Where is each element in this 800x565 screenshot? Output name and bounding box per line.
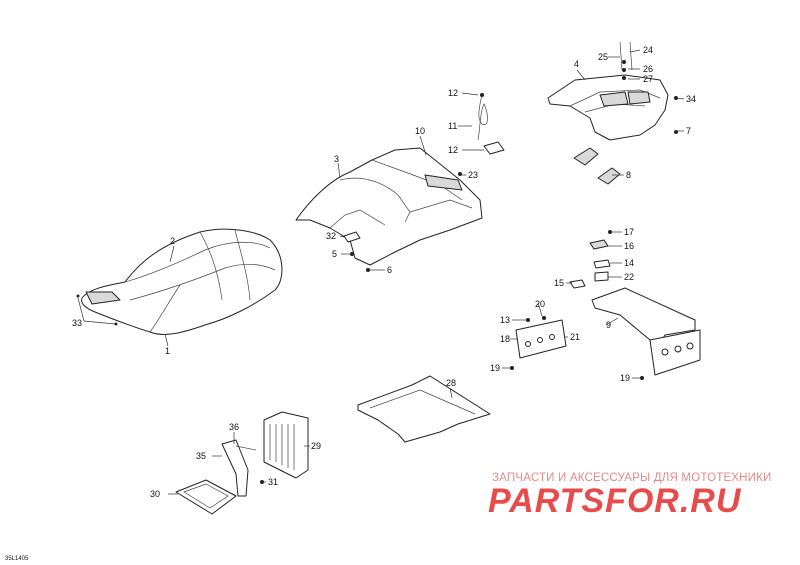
callout-15: 15	[554, 278, 564, 288]
callout-7: 7	[686, 126, 691, 136]
callout-25: 25	[598, 52, 608, 62]
callout-5: 5	[332, 249, 337, 259]
small-part	[594, 271, 609, 282]
callout-11: 11	[448, 121, 457, 131]
callout-13: 13	[500, 315, 510, 325]
callout-27: 27	[643, 74, 653, 84]
cable-part	[477, 93, 505, 155]
callout-18: 18	[500, 334, 510, 344]
watermark-brand: PARTSFOR.RU	[488, 482, 742, 520]
callout-32: 32	[326, 231, 336, 241]
callout-20: 20	[535, 299, 545, 309]
fastener-points	[260, 60, 678, 484]
callout-19b: 19	[620, 373, 630, 383]
callout-36: 36	[229, 422, 239, 432]
callout-35: 35	[196, 451, 206, 461]
watermark-tagline: ЗАПЧАСТИ И АКСЕССУАРЫ ДЛЯ МОТОТЕХНИКИ	[492, 472, 772, 484]
rear-body-part	[295, 147, 483, 266]
callout-17: 17	[624, 227, 634, 237]
callout-23: 23	[468, 170, 478, 180]
seat-assembly	[76, 228, 283, 335]
callout-33: 33	[72, 318, 82, 328]
callout-30: 30	[150, 489, 160, 499]
tray-part	[175, 479, 237, 515]
callout-12a: 12	[448, 88, 458, 98]
floor-mat-part	[357, 375, 491, 443]
callout-14: 14	[624, 258, 634, 268]
bracket-part	[573, 147, 599, 166]
callout-labels: 2 1 33 3 10 12 11 12 23 32 5 6 4 25 24 2…	[5, 45, 696, 562]
storage-bin-part	[263, 411, 309, 479]
mounting-plate-part	[515, 319, 567, 359]
callout-29: 29	[311, 441, 321, 451]
callout-8: 8	[626, 170, 631, 180]
callout-4: 4	[574, 59, 579, 69]
callout-19a: 19	[490, 363, 500, 373]
callout-21: 21	[570, 332, 580, 342]
bracket-part	[597, 167, 621, 185]
callout-2: 2	[170, 236, 175, 246]
callout-22: 22	[624, 272, 634, 282]
diagram-code: 35L1405	[5, 556, 29, 562]
strap-part	[221, 439, 249, 497]
callout-31: 31	[268, 477, 278, 487]
callout-12b: 12	[448, 145, 458, 155]
support-frame-part	[591, 287, 701, 376]
clip-part	[343, 231, 361, 243]
small-part	[569, 279, 586, 289]
rear-rack-part	[547, 41, 669, 141]
strap-line	[235, 445, 257, 451]
callout-10: 10	[415, 126, 425, 136]
callout-26: 26	[643, 64, 653, 74]
small-part	[593, 259, 611, 269]
leader-lines	[77, 49, 685, 495]
callout-28: 28	[446, 378, 456, 388]
callout-6: 6	[387, 265, 392, 275]
callout-9: 9	[606, 320, 611, 330]
callout-24: 24	[643, 45, 653, 55]
small-part	[589, 239, 609, 250]
callout-1: 1	[165, 346, 170, 356]
callout-3: 3	[334, 154, 339, 164]
callout-34: 34	[686, 94, 696, 104]
callout-16: 16	[624, 241, 634, 251]
